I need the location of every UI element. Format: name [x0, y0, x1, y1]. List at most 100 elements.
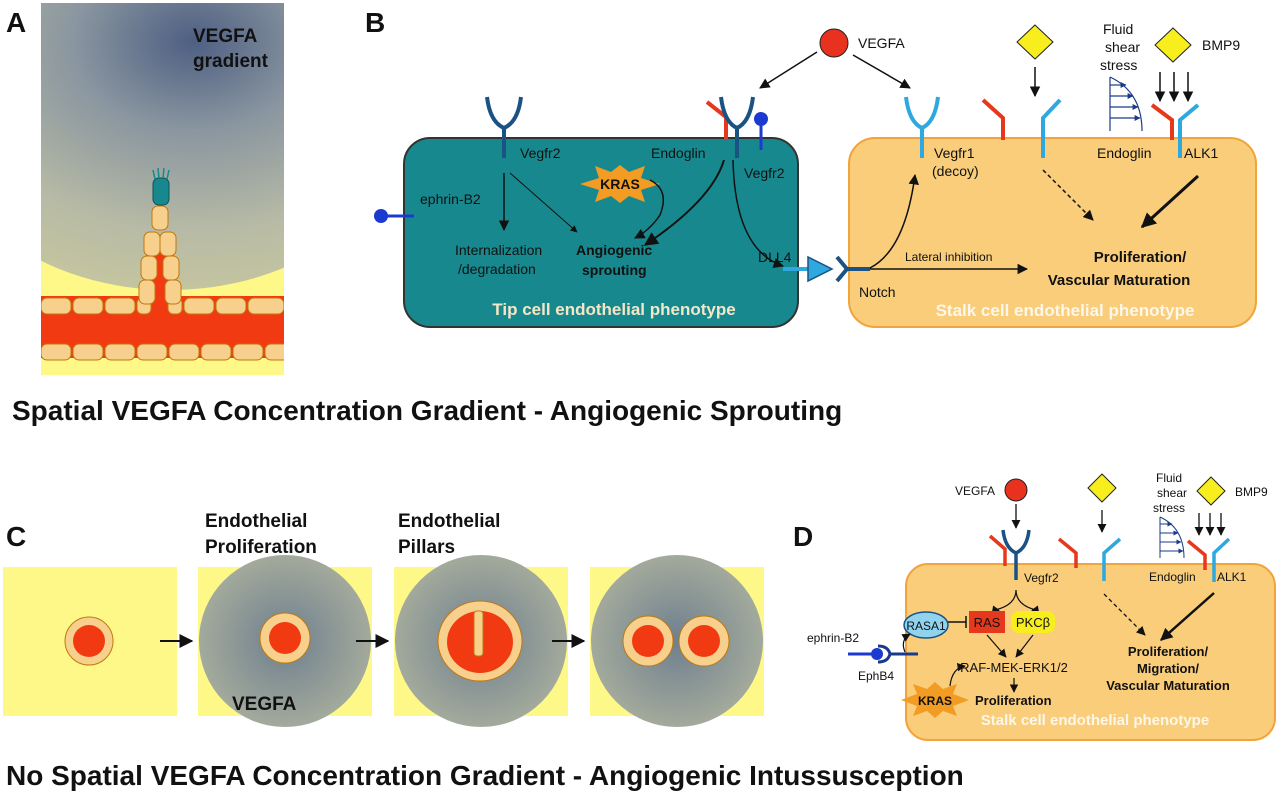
alk1-dashed-arrow-d	[1103, 593, 1146, 636]
step-1-vessel	[64, 616, 114, 666]
shear-stress-profile-d	[1159, 516, 1185, 559]
step-3-vessel	[437, 600, 523, 682]
title-top: Spatial VEGFA Concentration Gradient - A…	[12, 395, 842, 426]
panel-a-gradient-label-2: gradient	[193, 51, 269, 72]
proliferation-label-d-2: Migration/	[1137, 661, 1199, 676]
endoglin-label-d: Endoglin	[1149, 570, 1196, 584]
fluid-shear-label-3: stress	[1100, 57, 1137, 73]
ephrin-b2-receptor	[374, 209, 414, 223]
kras-to-sprouting-arrow	[634, 179, 665, 239]
pkcb-box	[1011, 611, 1055, 633]
endoglin-receptor-d-a	[1057, 537, 1078, 568]
panel-a-letter: A	[6, 7, 26, 38]
proliferation-label-d-3: Vascular Maturation	[1106, 678, 1230, 693]
kras-label-d: KRAS	[918, 694, 952, 708]
vegfr2-receptor-left	[485, 96, 523, 158]
stalk-cell-label-d: Stalk cell endothelial phenotype	[981, 712, 1209, 729]
alk1-receptor-d-a	[1102, 537, 1122, 581]
vessel-endothelial-row-top	[41, 297, 284, 315]
stalk-cell-body	[848, 137, 1257, 328]
ras-box	[969, 611, 1005, 633]
tip-cell-body	[403, 137, 799, 328]
vegfr2-to-dll4-arrow	[732, 159, 784, 268]
fluid-label-d: Fluid	[1156, 471, 1182, 485]
panel-a: A	[6, 3, 284, 375]
kras-star-d	[901, 682, 969, 718]
alk1-label-d: ALK1	[1217, 570, 1247, 584]
endoglin-label-tip: Endoglin	[651, 145, 706, 161]
kras-to-raf-arrow	[949, 663, 966, 687]
bmp9-diamond-d	[1196, 476, 1226, 506]
step-3-label-2: Pillars	[398, 537, 455, 558]
fluid-label-d-2: shear	[1157, 486, 1187, 500]
kras-label-b: KRAS	[600, 176, 640, 192]
proliferation-label-b: Proliferation/	[1094, 249, 1187, 266]
endoglin-label-stalk: Endoglin	[1097, 145, 1152, 161]
rasa1-inhibit-ras	[948, 616, 967, 628]
kras-star-b	[580, 165, 660, 203]
step-4-vegfa-field	[591, 555, 763, 727]
rasa1-label: RASA1	[906, 619, 946, 633]
panel-b-letter: B	[365, 7, 385, 38]
vegfa-to-stalk-arrow	[852, 54, 911, 89]
step-2-label: Endothelial	[205, 511, 307, 532]
ephb4-label: EphB4	[858, 669, 894, 683]
step-2-label-2: Proliferation	[205, 537, 317, 558]
endoglin-receptor-d	[988, 534, 1007, 566]
angiogenic-sprouting-label: Angiogenic	[576, 242, 652, 258]
tip-cell-label: Tip cell endothelial phenotype	[492, 300, 735, 319]
stalk-cell-label: Stalk cell endothelial phenotype	[936, 301, 1195, 320]
panel-d: D VEGFA Vegfr2 Fluid shear stress BMP9	[793, 471, 1276, 741]
fluid-shear-label-2: shear	[1105, 39, 1140, 55]
alk1-receptor-d-b	[1212, 537, 1231, 582]
step-3-label: Endothelial	[398, 511, 500, 532]
alk1-to-proliferation-arrow	[1140, 174, 1200, 229]
pkc-to-raf-arrow	[1015, 634, 1034, 658]
panel-c: C Endothelial Proliferation VEGFA Endoth…	[3, 511, 764, 727]
vegfa-gradient-field	[41, 3, 284, 290]
dll4-ligand	[807, 255, 834, 283]
lateral-inhibition-label: Lateral inhibition	[905, 250, 992, 264]
alk1-dashed-arrow	[1042, 169, 1094, 221]
tip-cell	[152, 177, 170, 206]
alk1-to-proliferation-arrow-d	[1160, 592, 1215, 641]
alk1-label-stalk: ALK1	[1184, 145, 1218, 161]
notch-to-vegfr1-arrow	[869, 173, 919, 269]
vegfr2-label-left: Vegfr2	[520, 145, 561, 161]
vegfr1-decoy-label: (decoy)	[932, 163, 979, 179]
ephrin-receptor-tip	[754, 112, 768, 150]
notch-label: Notch	[859, 284, 896, 300]
ephrin-ephb4-receptor	[848, 644, 918, 664]
vegfr1-label: Vegfr1	[934, 145, 975, 161]
vegfr2-receptor-d	[1001, 529, 1031, 580]
vegfa-ligand-d	[1004, 478, 1028, 502]
alk1-receptor-stalk	[1178, 103, 1200, 158]
angiogenic-sprouting-label-2: sprouting	[582, 262, 647, 278]
vegfa-label-c: VEGFA	[232, 694, 297, 715]
step-2-vessel	[259, 612, 311, 664]
ras-to-raf-arrow	[986, 634, 1007, 658]
endoglin-to-sprouting-arrow	[643, 159, 725, 246]
endoglin-receptor-d-b	[1186, 539, 1207, 570]
pkcb-label: PKCβ	[1016, 615, 1050, 630]
panel-b: B VEGFA Vegfr2 Endoglin Vegfr2	[365, 7, 1257, 328]
vegfr2-label-d: Vegfr2	[1024, 571, 1059, 585]
proliferation-label-b-2: Vascular Maturation	[1048, 272, 1191, 289]
raf-label: RAF-MEK-ERK1/2	[960, 660, 1068, 675]
panel-c-letter: C	[6, 521, 26, 552]
vegfa-label-d: VEGFA	[955, 484, 995, 498]
bmp9-arrows	[1154, 72, 1194, 103]
title-bottom: No Spatial VEGFA Concentration Gradient …	[6, 760, 964, 791]
vegfa-to-tip-arrow	[759, 51, 818, 89]
vegfr1-receptor	[904, 96, 940, 158]
vegfr2-to-sprouting-arrow	[509, 172, 578, 233]
ephrin-b2-label: ephrin-B2	[420, 191, 481, 207]
step-4-vessels	[622, 615, 730, 667]
vegfr2-label-tip: Vegfr2	[744, 165, 785, 181]
ras-label: RAS	[974, 615, 1001, 630]
vegfr2-receptor-tip	[719, 96, 755, 158]
bmp-diamond-1	[1016, 24, 1054, 60]
notch-receptor	[835, 255, 870, 283]
bmp9-label: BMP9	[1202, 37, 1240, 53]
